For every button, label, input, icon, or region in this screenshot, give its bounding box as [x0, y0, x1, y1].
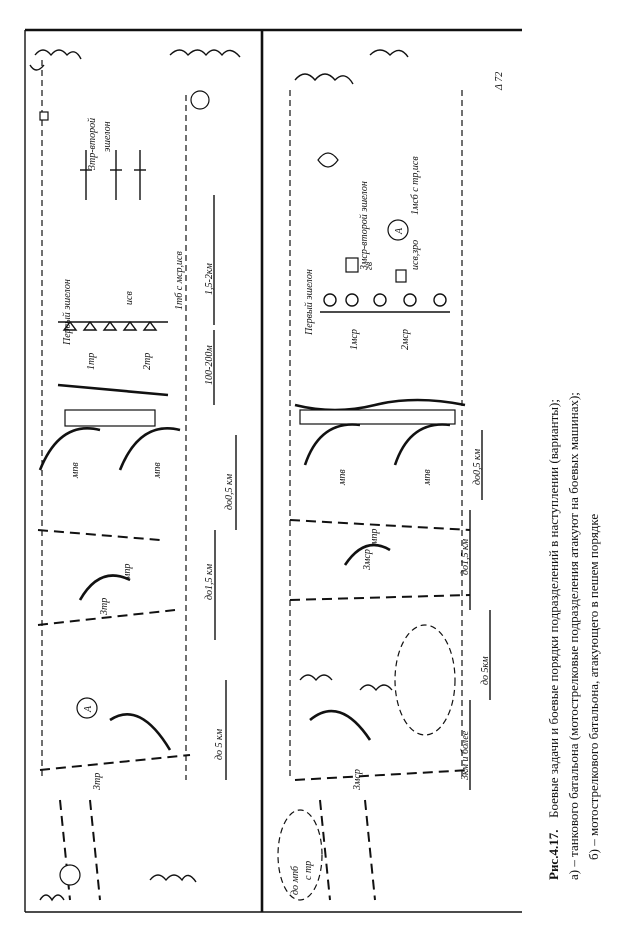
- mpr-arc-a: [78, 574, 131, 601]
- msr2-label: 2мср: [400, 329, 411, 350]
- enemy-obstacle-a: [64, 409, 156, 427]
- enemy-position-arc-a: [109, 713, 172, 751]
- tr3b-label: 3тр: [92, 773, 103, 791]
- mpb-with-tr-line1: до мпб: [290, 865, 301, 895]
- tb-reserve-label: 1тб с мср,исв: [174, 251, 185, 310]
- second-echelon-arrows: [80, 150, 146, 200]
- advance-line-b-3: [294, 769, 471, 781]
- trees-top-b: [294, 49, 409, 85]
- corner-mark: Δ 72: [494, 72, 505, 91]
- dist-label-a-5: до 5 км: [214, 728, 225, 760]
- panel-b-letter-circle: [387, 219, 409, 241]
- first-echelon-label-b: Первый эшелон: [304, 269, 315, 336]
- enemy-position-arc-b: [309, 709, 372, 741]
- command-post-b: [317, 152, 339, 168]
- enemy-target-icon: [190, 90, 210, 110]
- msr3-label: 3мср: [362, 549, 373, 571]
- msr3b-label: 3мср: [352, 769, 363, 791]
- tr1-label: 1тр: [86, 353, 97, 370]
- mpv-arc-b-1: [303, 423, 361, 466]
- panel-a: 3тр-второй эшелон 1тб с мср,исв 1,5-2км …: [29, 49, 241, 902]
- enemy-area-b: [394, 624, 456, 736]
- dist-label-a-1: 1,5-2км: [204, 262, 215, 295]
- dist-label-a-3: до0,5 км: [224, 473, 235, 510]
- first-echelon-units-b: [320, 293, 450, 313]
- advance-line-b-1: [289, 519, 471, 531]
- mpr-label-a: мпр: [122, 564, 133, 581]
- attack-line-a: [57, 383, 169, 397]
- enemy-obstacle-b: [299, 409, 456, 425]
- advance-line-a-3: [39, 754, 191, 771]
- attack-line-b: [294, 398, 466, 412]
- msb-with-tr-label: 1мсб с тр,исв: [410, 156, 421, 215]
- tr3-second-echelon-line1: 3тр-второй: [87, 118, 98, 171]
- tr3-label: 3тр: [99, 598, 110, 616]
- mpr-label-b: мпр: [369, 529, 380, 546]
- trees-bottom-a: [39, 874, 197, 902]
- panel-a-letter: А: [83, 705, 94, 713]
- first-echelon-label-a: Первый эшелон: [62, 279, 73, 346]
- command-post-icon: [39, 111, 49, 121]
- figure-caption: Рис.4.17. Боевые задачи и боевые порядки…: [546, 392, 601, 880]
- mpv-label-a-1: мпв: [70, 462, 81, 479]
- mpv-label-a-2: мпв: [152, 462, 163, 479]
- dist-label-b-3: до 5км: [480, 656, 491, 685]
- mpr-arc-b: [343, 543, 391, 566]
- advance-line-b-5: [364, 799, 376, 901]
- panel-a-letter-circle: [76, 697, 98, 719]
- gv-label: гв: [364, 261, 375, 270]
- advance-line-b-2: [289, 594, 471, 601]
- gv-symbol: [345, 257, 359, 273]
- reserve-symbol-a: [59, 864, 81, 886]
- mpv-label-b-2: мпв: [422, 469, 433, 486]
- panel-b: Δ 72 3мср-второй эшелон 1мсб с тр,исв А …: [277, 49, 505, 901]
- advance-line-a-1: [37, 529, 161, 541]
- caption-prefix: Рис.4.17.: [546, 830, 561, 880]
- first-echelon-tanks-a: [58, 320, 168, 331]
- panel-b-letter: А: [394, 227, 405, 235]
- dist-label-a-2: 100-200м: [204, 345, 215, 385]
- msr1-label: 1мср: [349, 329, 360, 350]
- mpb-with-tr-line2: с тр: [303, 861, 314, 880]
- mpv-arc-b-2: [393, 423, 451, 466]
- dist-label-b-2: до1,5 км: [460, 538, 471, 575]
- caption-line-2: а) – танкового батальона (мотострелковые…: [566, 392, 581, 880]
- dist-label-a-4: до1,5 км: [204, 563, 215, 600]
- advance-line-b-4: [319, 799, 331, 901]
- trees-top-a: [29, 49, 241, 71]
- caption-line-3: б) – мотострелкового батальона, атакующе…: [586, 514, 601, 860]
- tr3-second-echelon-line2: эшелон: [102, 121, 113, 152]
- caption-line-1: Боевые задачи и боевые порядки подраздел…: [546, 399, 561, 818]
- mpv-arc-2: [118, 427, 181, 471]
- isv-label: исв: [124, 291, 135, 305]
- mpv-arc-1: [38, 427, 101, 471]
- advance-line-a-4: [89, 799, 101, 901]
- isv-zro-symbol: [395, 269, 407, 283]
- mpv-label-b-1: мпв: [337, 469, 348, 486]
- tr2-label: 2тр: [142, 353, 153, 370]
- msr3-second-echelon-label: 3мср-второй эшелон: [359, 181, 370, 271]
- trees-bottom-b: [299, 674, 393, 692]
- isv-zro-label: исв,зро: [410, 240, 421, 270]
- mpb-area-b: [277, 809, 323, 901]
- dist-label-b-4: 3км и более: [460, 730, 471, 781]
- dist-label-b-1: до0,5 км: [472, 448, 483, 485]
- advance-line-a-2: [37, 609, 176, 626]
